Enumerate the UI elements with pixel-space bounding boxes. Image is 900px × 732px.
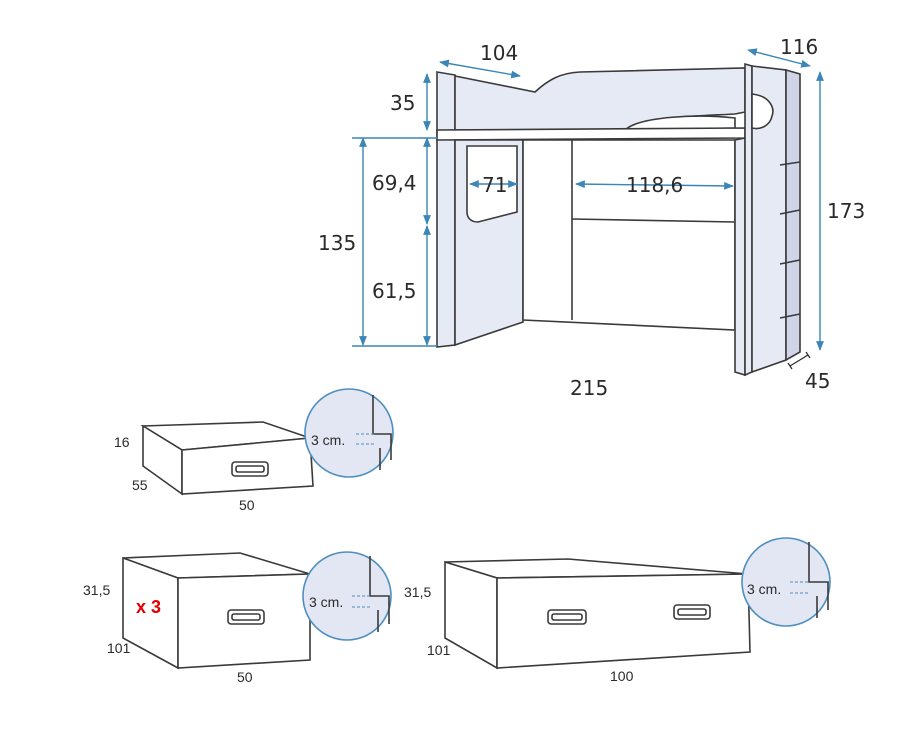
- tall-drawer-width: 50: [237, 669, 253, 685]
- wide-drawer-detail: 3 cm.: [741, 537, 831, 627]
- top-height-label: 35: [390, 91, 415, 115]
- small-drawer-detail: 3 cm.: [304, 388, 394, 478]
- right-end-panel: [744, 62, 753, 377]
- depth-arrow: [439, 59, 521, 79]
- wide-drawer-height: 31,5: [404, 584, 431, 600]
- small-drawer: 16 55 50: [114, 421, 314, 513]
- side-depth-arrow: [747, 48, 811, 68]
- wide-drawer-detail-label: 3 cm.: [747, 581, 781, 597]
- zoom-circle: [741, 537, 831, 627]
- bed-dimension-arrows: [352, 48, 824, 370]
- lower-opening-label: 61,5: [372, 279, 417, 303]
- small-drawer-depth: 55: [132, 477, 148, 493]
- side-depth-label: 116: [780, 35, 818, 59]
- tall-drawer-quantity: x 3: [136, 597, 161, 617]
- bed-dimension-labels: 104 116 35 69,4 61,5 135 173 71 118,6 21…: [318, 35, 865, 400]
- upper-opening-label: 69,4: [372, 171, 417, 195]
- tall-drawer: 31,5 x 3 101 50: [83, 552, 311, 685]
- zoom-circle: [304, 388, 394, 478]
- ladder-rung: [779, 313, 801, 319]
- small-drawer-width: 50: [239, 497, 255, 513]
- ladder-rung: [779, 161, 801, 166]
- wide-drawer-front: [496, 573, 751, 669]
- wide-drawer-width: 100: [610, 668, 634, 684]
- ladder-rung: [779, 209, 801, 215]
- desk-width-label: 118,6: [626, 173, 683, 197]
- ladder-rung: [779, 259, 801, 265]
- tall-drawer-depth: 101: [107, 640, 131, 656]
- total-length-label: 215: [570, 376, 608, 400]
- total-height-label: 173: [827, 199, 865, 223]
- tall-drawer-detail-label: 3 cm.: [309, 594, 343, 610]
- ladder-width-tick: [789, 354, 809, 367]
- under-height-label: 135: [318, 231, 356, 255]
- desk-top: [571, 218, 736, 223]
- desk-width-arrow: [575, 180, 734, 190]
- tall-drawer-detail: 3 cm.: [302, 551, 392, 641]
- zoom-circle: [302, 551, 392, 641]
- depth-label: 104: [480, 41, 518, 65]
- tall-drawer-height: 31,5: [83, 582, 110, 598]
- small-drawer-detail-label: 3 cm.: [311, 432, 345, 448]
- side-width-label: 71: [482, 173, 507, 197]
- wide-drawer-depth: 101: [427, 642, 451, 658]
- loft-bed-drawing: [436, 62, 801, 377]
- ladder-width-label: 45: [805, 369, 830, 393]
- bed-platform: [436, 127, 746, 141]
- wide-drawer: 31,5 101 100: [404, 558, 751, 684]
- left-end-panel: [436, 71, 456, 348]
- small-drawer-height: 16: [114, 434, 130, 450]
